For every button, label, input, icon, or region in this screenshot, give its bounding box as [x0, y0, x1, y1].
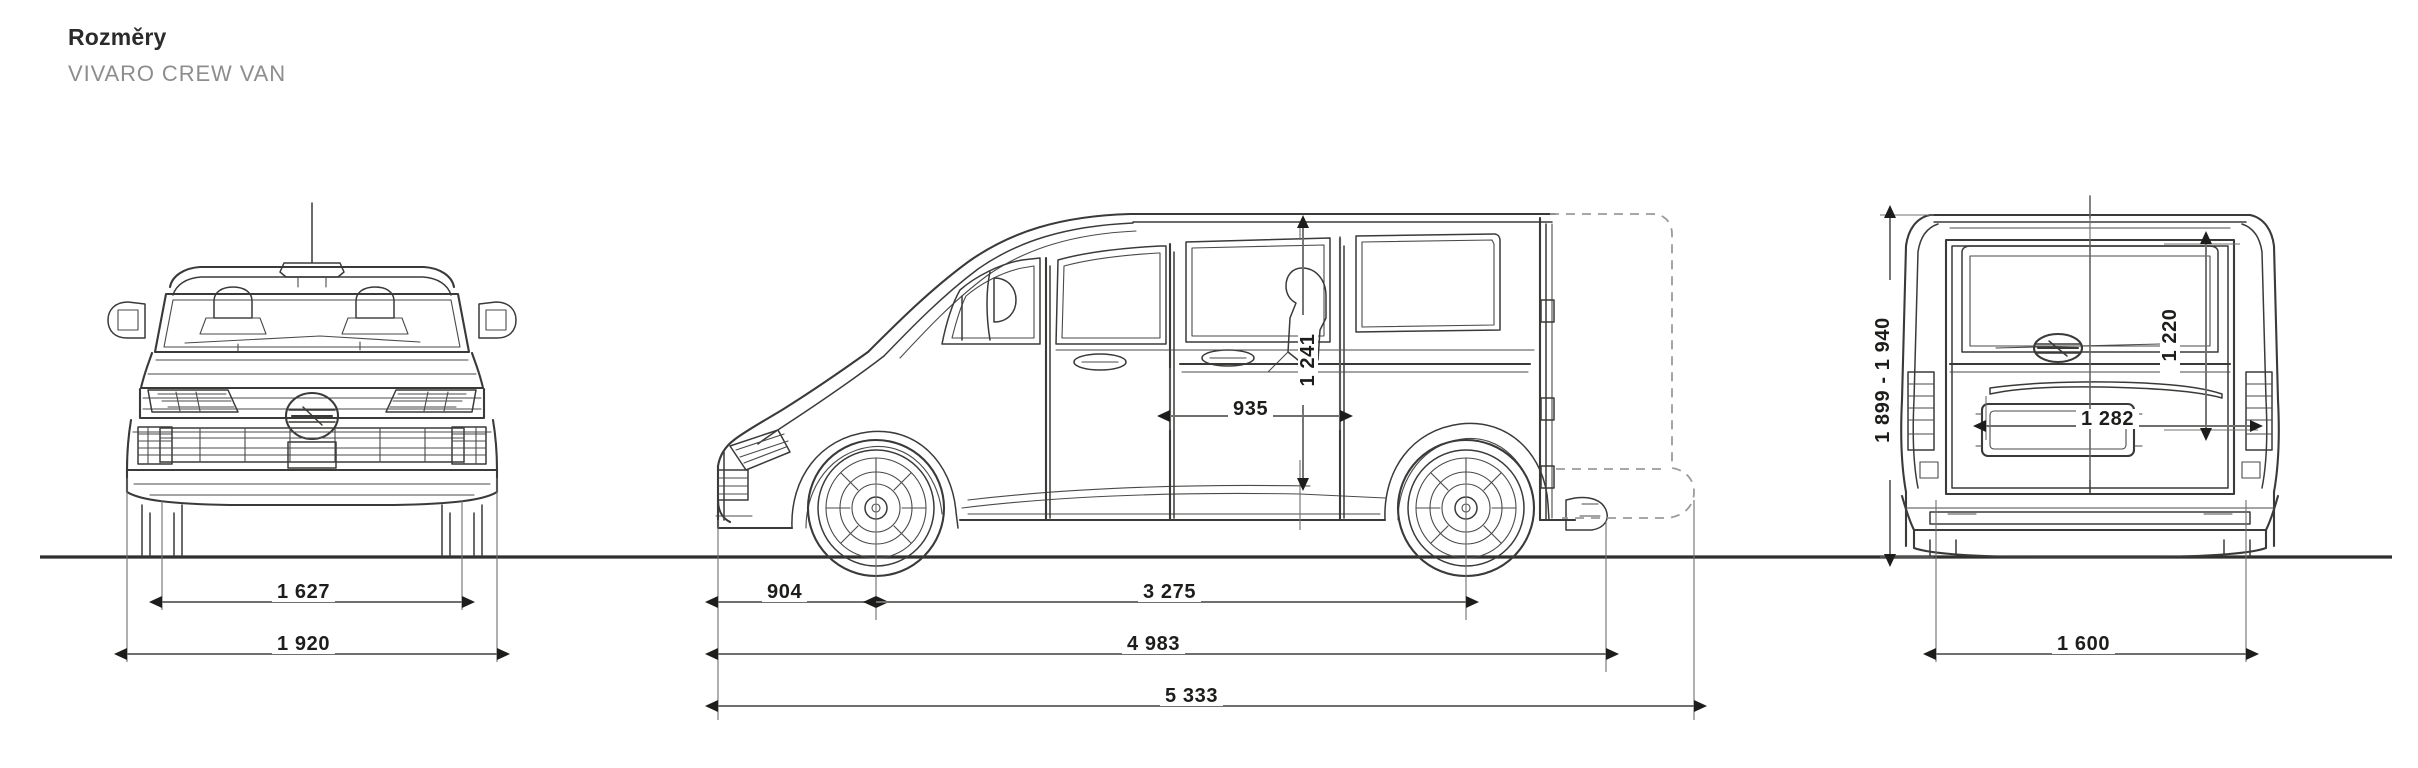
dim-label-door-opening-height: 1 241 — [1297, 315, 1319, 405]
dim-label-overall-length: 5 333 — [1160, 686, 1224, 706]
rear-view — [1880, 195, 2280, 662]
dim-label-load-width: 1 282 — [2076, 409, 2140, 429]
page-title: Rozměry — [68, 24, 167, 50]
brand-logo-rear — [2032, 332, 2084, 364]
dim-label-overall-height: 1 899 - 1 940 — [1872, 280, 1894, 480]
dim-label-load-height: 1 220 — [2159, 290, 2181, 380]
front-door-handle — [1073, 353, 1127, 371]
dim-label-front-width: 1 920 — [272, 634, 336, 654]
side-view — [705, 212, 1707, 720]
dim-label-rear-track: 1 600 — [2052, 634, 2116, 654]
extended-body-outline — [1550, 213, 1695, 519]
front-view — [107, 202, 517, 662]
occupant-silhouette — [1267, 267, 1327, 373]
model-name: VIVARO CREW VAN — [68, 60, 287, 86]
dim-label-front-overhang: 904 — [762, 582, 808, 602]
dim-label-door-opening-width: 935 — [1228, 399, 1274, 419]
dim-label-front-track: 1 627 — [272, 582, 336, 602]
brand-logo-front — [284, 391, 340, 441]
header: Rozměry VIVARO CREW VAN — [68, 24, 286, 87]
dim-label-body-length: 4 983 — [1122, 634, 1186, 654]
dim-label-wheelbase: 3 275 — [1138, 582, 1202, 602]
